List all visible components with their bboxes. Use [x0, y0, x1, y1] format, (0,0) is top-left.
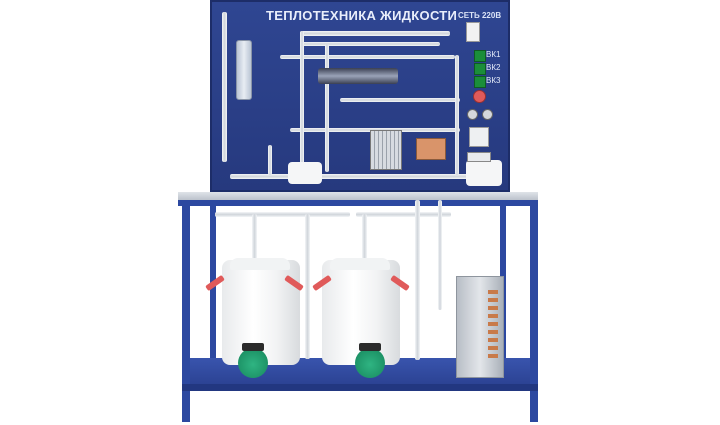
knob-left[interactable]	[467, 109, 478, 120]
lower-beam	[182, 384, 538, 391]
switch-vk2-label: ВК2	[486, 63, 501, 72]
lower-pipe-v4	[415, 200, 420, 360]
network-label: СЕТЬ 220В	[458, 11, 502, 20]
lower-pipe-right	[356, 212, 451, 217]
cooling-unit-coils	[488, 290, 498, 360]
flowmeter-column	[236, 40, 252, 100]
heater-box	[416, 138, 446, 160]
pipe-mid2	[340, 98, 460, 102]
lower-pipe-v2	[362, 214, 367, 259]
circulation-pump-left	[238, 348, 268, 378]
pipe-v1	[300, 31, 304, 171]
heat-exchanger-tube	[318, 68, 398, 84]
lower-pipe-left	[215, 212, 350, 217]
lower-pipe-v1	[252, 214, 257, 259]
pipe-v3	[455, 55, 459, 175]
panel-tank-right	[466, 160, 502, 186]
pipe-bottom	[230, 174, 470, 179]
switch-vk3[interactable]	[474, 76, 486, 88]
vertical-tube	[222, 12, 227, 162]
pipe-v4	[268, 145, 272, 175]
pump-motor-right	[359, 343, 381, 351]
circuit-breaker[interactable]	[466, 22, 480, 42]
plate-heat-exchanger	[370, 130, 402, 170]
pipe-v2	[325, 44, 329, 172]
digital-display	[467, 152, 491, 162]
pump-motor-left	[242, 343, 264, 351]
switch-vk1[interactable]	[474, 50, 486, 62]
instrument-panel	[210, 0, 510, 192]
panel-tank-left	[288, 162, 322, 184]
switch-vk3-label: ВК3	[486, 76, 501, 85]
stop-button[interactable]	[473, 90, 486, 103]
pipe-top	[300, 31, 450, 36]
circulation-pump-right	[355, 348, 385, 378]
pipe-top2	[300, 42, 440, 46]
switch-vk1-label: ВК1	[486, 50, 501, 59]
table-top-beam	[178, 200, 538, 206]
lower-pipe-v5	[438, 200, 442, 310]
lower-pipe-v3	[305, 214, 310, 359]
knob-right[interactable]	[482, 109, 493, 120]
switch-vk2[interactable]	[474, 63, 486, 75]
tank-lid-right[interactable]	[330, 258, 390, 270]
tank-lid-left[interactable]	[230, 258, 290, 270]
panel-title: ТЕПЛОТЕХНИКА ЖИДКОСТИ	[266, 8, 458, 23]
leg-right	[530, 200, 538, 422]
leg-left	[182, 200, 190, 422]
thermostat-dial[interactable]	[469, 127, 489, 147]
pipe-mid	[280, 55, 455, 59]
